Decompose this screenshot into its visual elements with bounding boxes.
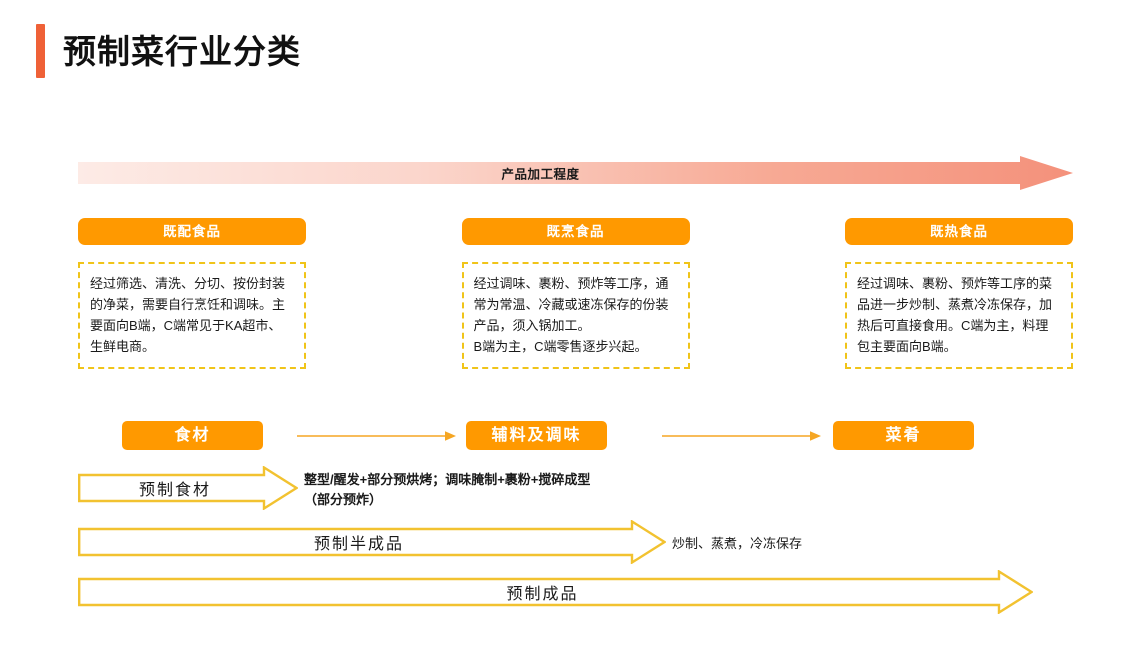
stage-note-prepared-ingredient: 整型/醒发+部分预烘烤；调味腌制+裹粉+搅碎成型（部分预炸） [304, 472, 591, 508]
title-accent-bar [36, 24, 45, 78]
category-card-list: 既配食品 经过筛选、清洗、分切、按份封装的净菜，需要自行烹饪和调味。主要面向B端… [78, 218, 1073, 370]
category-card-body: 经过调味、裹粉、预炸等工序，通常为常温、冷藏或速冻保存的份装产品，须入锅加工。 … [461, 262, 690, 370]
category-card-body: 经过筛选、清洗、分切、按份封装的净菜，需要自行烹饪和调味。主要面向B端，C端常见… [78, 262, 306, 370]
category-card-header: 既烹食品 [461, 218, 690, 245]
flow-connector-arrow-2 [662, 429, 822, 443]
page-title: 预制菜行业分类 [63, 32, 301, 70]
flow-step-chip-seasoning: 辅料及调味 [466, 421, 607, 450]
stage-arrow-label: 预制半成品 [313, 536, 404, 553]
category-card: 既配食品 经过筛选、清洗、分切、按份封装的净菜，需要自行烹饪和调味。主要面向B端… [78, 218, 306, 370]
category-card: 既烹食品 经过调味、裹粉、预炸等工序，通常为常温、冷藏或速冻保存的份装产品，须入… [461, 218, 690, 370]
category-card: 既热食品 经过调味、裹粉、预炸等工序的菜品进一步炒制、蒸煮冷冻保存，加热后可直接… [845, 218, 1073, 370]
flow-step-chip-dish: 菜肴 [833, 421, 974, 450]
category-card-header: 既配食品 [78, 218, 306, 245]
page-header: 预制菜行业分类 [36, 24, 301, 78]
stage-arrow-semi-finished: 预制半成品 [78, 520, 666, 564]
stage-arrow-prepared-ingredient: 预制食材 [78, 466, 298, 510]
category-card-header: 既热食品 [845, 218, 1073, 245]
category-card-body: 经过调味、裹粉、预炸等工序的菜品进一步炒制、蒸煮冷冻保存，加热后可直接食用。C端… [845, 262, 1073, 370]
flow-connector-arrow-1 [297, 429, 457, 443]
process-degree-arrow: 产品加工程度 [78, 156, 1073, 190]
stage-arrow-label: 预制食材 [138, 482, 211, 499]
stage-arrow-label: 预制成品 [506, 586, 579, 603]
flow-step-row: 食材 辅料及调味 菜肴 [0, 421, 1133, 451]
flow-step-chip-ingredient: 食材 [122, 421, 263, 450]
process-degree-label: 产品加工程度 [501, 167, 580, 182]
stage-arrow-finished: 预制成品 [78, 570, 1033, 614]
stage-note-semi-finished: 炒制、蒸煮，冷冻保存 [672, 536, 803, 551]
